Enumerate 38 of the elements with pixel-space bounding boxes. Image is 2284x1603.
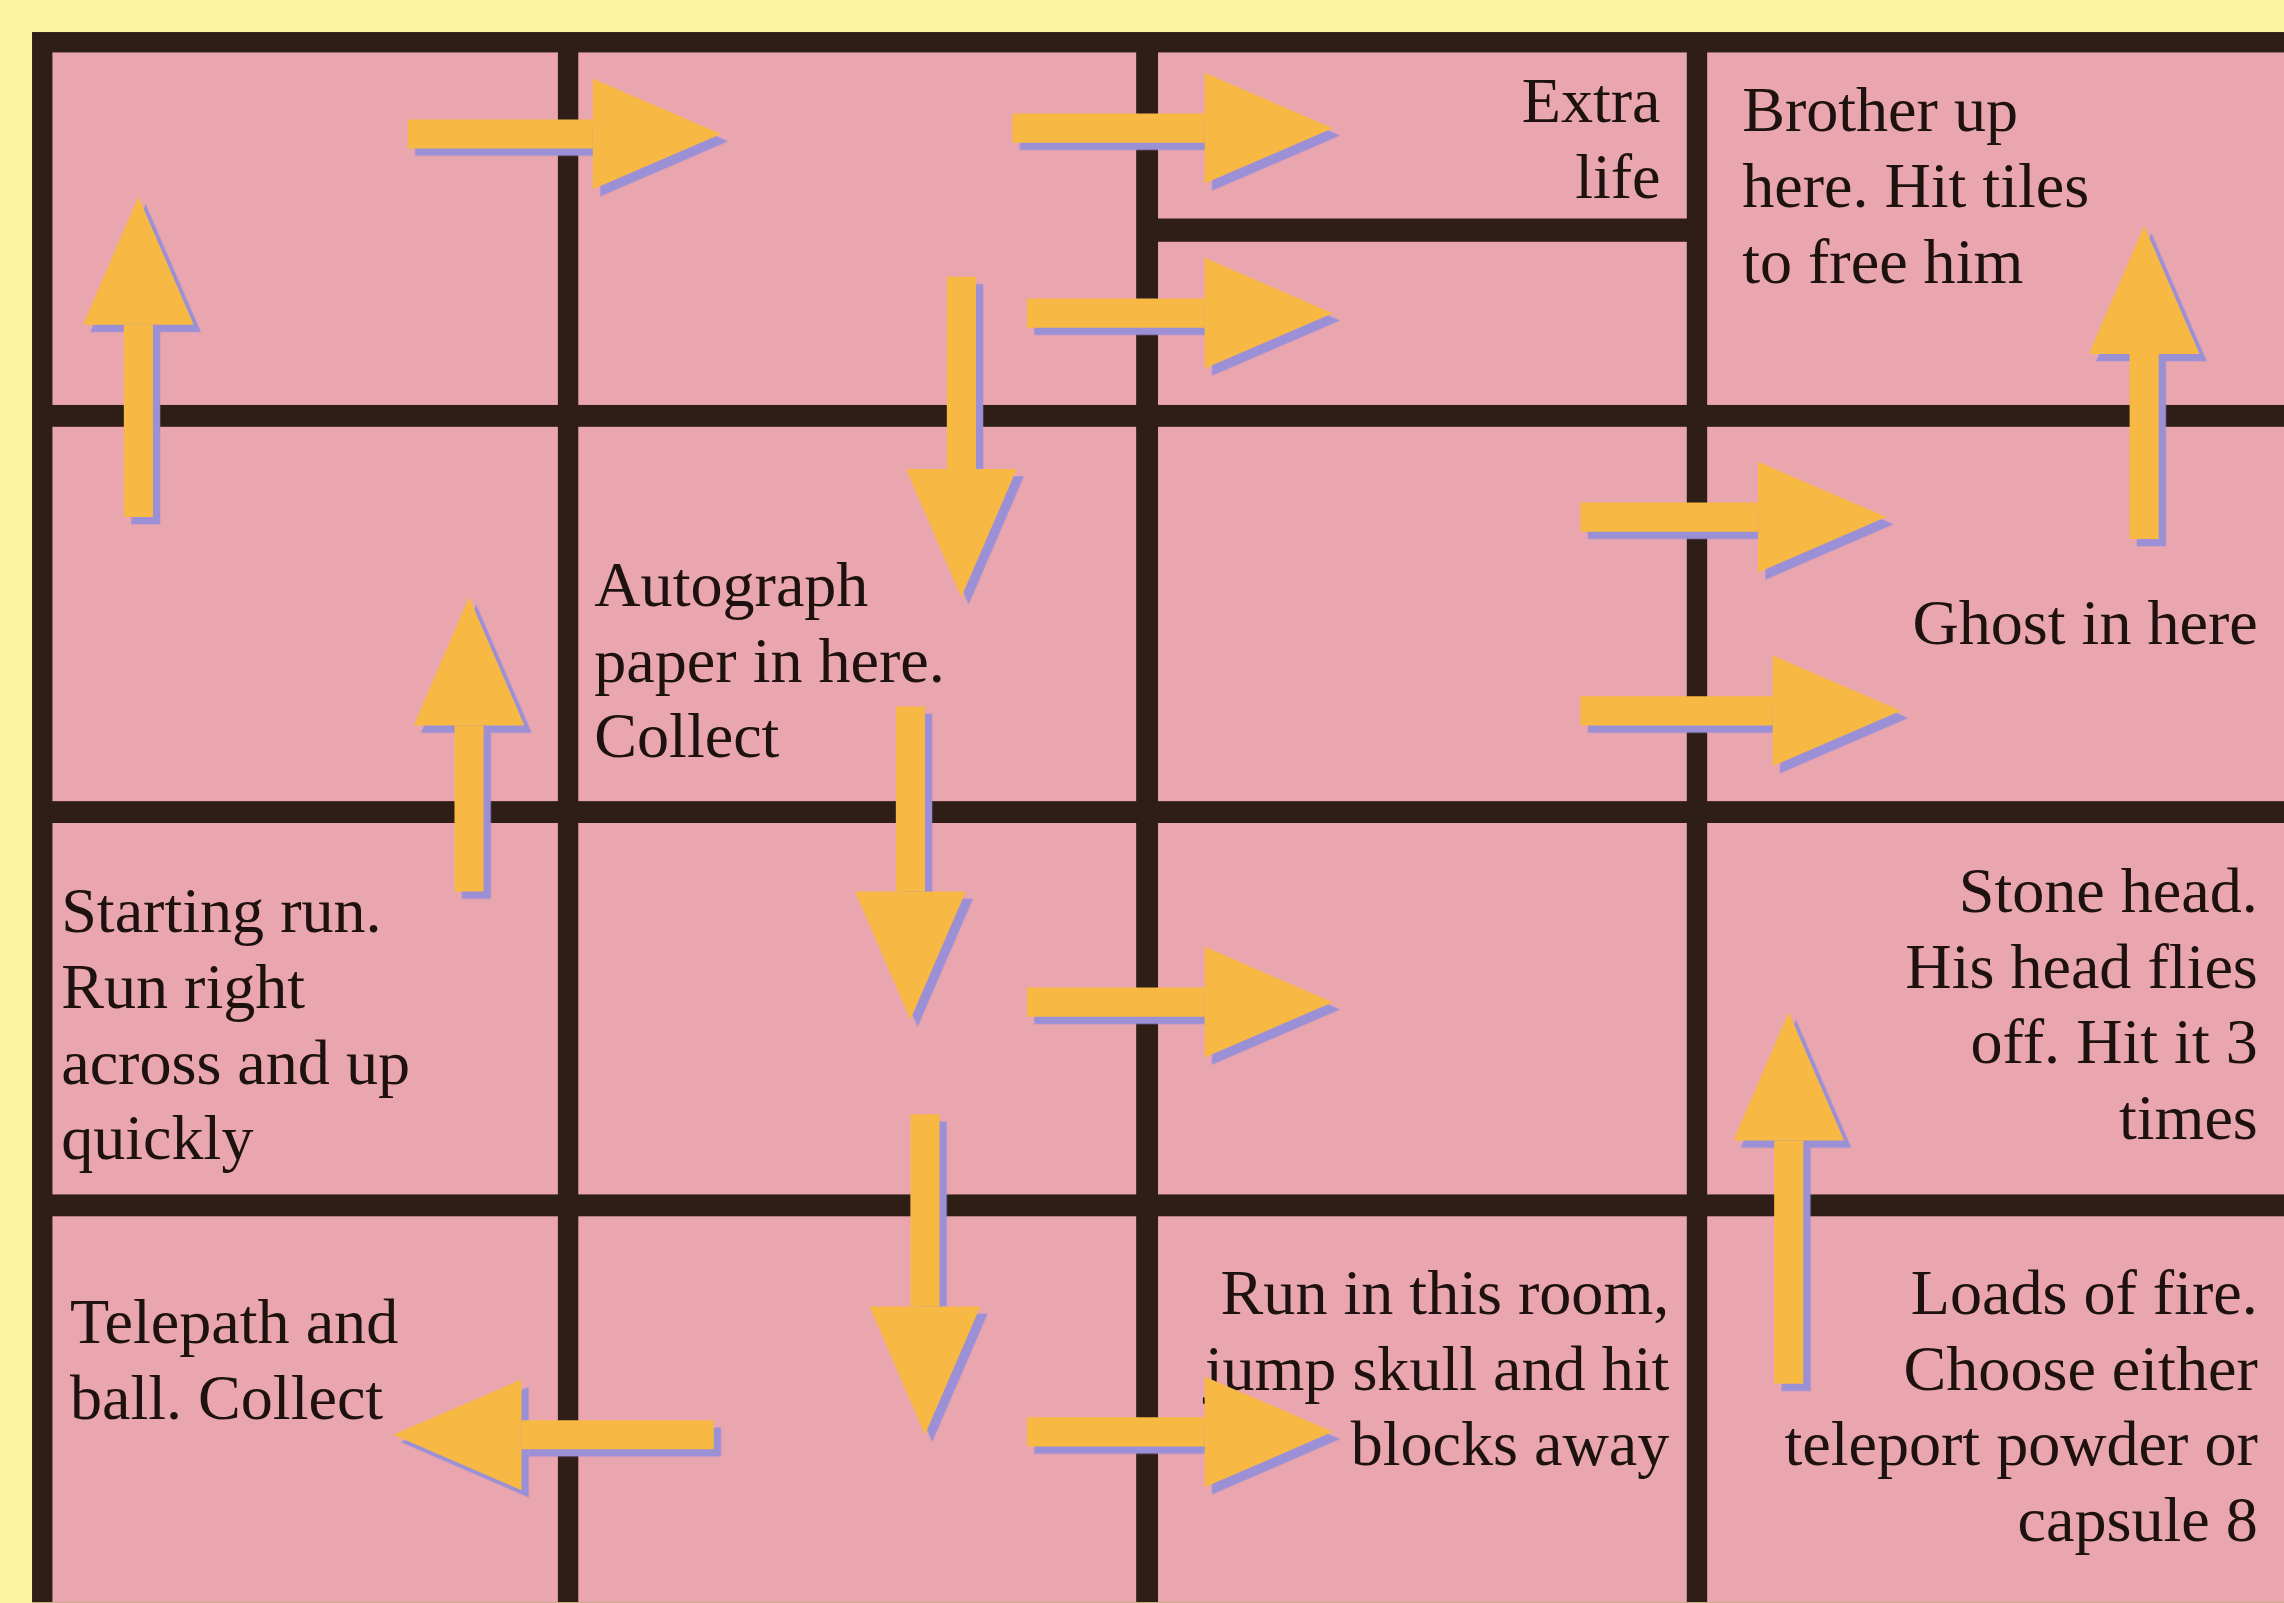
room-note: Loads of fire. Choose either teleport powder or capsule 8 [1783,1256,2258,1558]
map-room [1707,52,2284,405]
map-room [578,1216,1137,1603]
arrow [869,1114,981,1435]
room-note: Ghost in here [1911,586,2258,661]
map-room [578,426,1137,802]
arrow [393,1379,714,1491]
arrow [407,78,722,190]
map-room [1158,426,1687,802]
room-note: Stone head. His head flies off. Hit it 3 times [1904,854,2258,1156]
arrow [1026,257,1333,369]
map-room [1158,241,1687,405]
arrow [1012,72,1333,184]
arrow [906,276,1017,598]
map-room [1707,823,2284,1195]
map-room [52,823,558,1195]
map-room [1158,1216,1687,1603]
room-note: Autograph paper in here. Collect [594,548,946,774]
map-room [52,426,558,802]
map-room [1707,1216,2284,1603]
room-note: Telepath and ball. Collect [69,1285,400,1436]
arrow [1733,1012,1845,1384]
map-room [578,823,1137,1195]
map-room [1707,426,2284,802]
arrow [1026,1376,1333,1488]
arrow [2088,225,2200,539]
arrow [1580,655,1901,767]
room-note: Brother up here. Hit tiles to free him [1742,73,2091,300]
room-note: Extra life [1520,64,1661,215]
arrow [855,706,966,1020]
room-note: Starting run. Run right across and up quickly [61,874,411,1177]
arrow [1580,461,1887,573]
map-room [52,1216,558,1603]
map-room [52,52,558,405]
arrow [1026,946,1333,1058]
map-room [1158,823,1687,1195]
map-room [578,52,1137,405]
map-room [1158,52,1687,219]
